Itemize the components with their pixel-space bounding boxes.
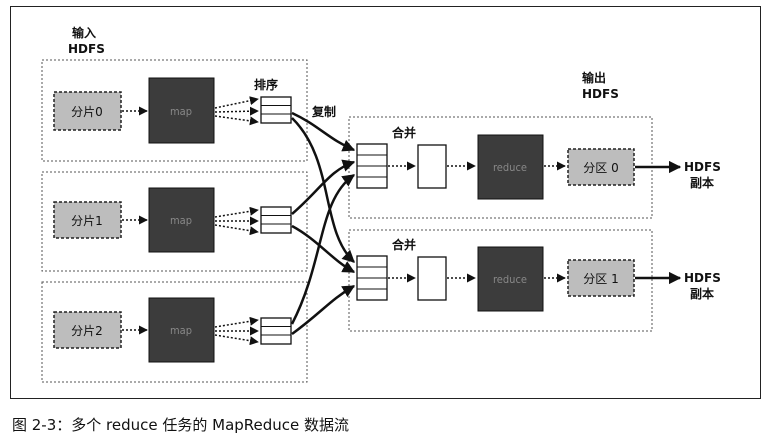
split-0-box xyxy=(53,91,122,131)
reduce-task-1 xyxy=(477,246,544,312)
split-1-box xyxy=(53,201,122,239)
reduce-node-1 xyxy=(348,229,653,332)
map-task-1 xyxy=(148,187,215,253)
copy-label: 复制 xyxy=(311,104,336,119)
map-task-0 xyxy=(148,77,215,144)
split-2-label: 分片2 xyxy=(71,324,103,338)
reduce-label-1: reduce xyxy=(493,273,527,286)
merge-label-0: 合并 xyxy=(392,125,416,140)
map-node-1 xyxy=(41,171,308,272)
partition-1-box xyxy=(567,259,635,297)
output-label-line1: 输出 xyxy=(582,70,606,85)
map-to-buffer-arrow-1a xyxy=(214,206,259,218)
map-to-buffer-arrow-0a xyxy=(214,96,259,109)
map-label-1: map xyxy=(170,214,192,227)
sort-buffer-1 xyxy=(260,206,292,234)
partition-0-label: 分区 0 xyxy=(583,161,618,175)
sort-buffer-2 xyxy=(260,317,292,345)
map-to-buffer-arrow-2a xyxy=(214,316,259,328)
replica-1-line1: HDFS xyxy=(684,271,721,285)
copy-arrow-1-0 xyxy=(291,159,356,215)
copy-arrow-2-0 xyxy=(290,173,356,325)
sort-label: 排序 xyxy=(254,77,278,92)
copy-arrow-0-1 xyxy=(291,117,355,263)
map-node-0 xyxy=(41,59,308,162)
merge-label-1: 合并 xyxy=(392,237,416,252)
sort-buffer-0 xyxy=(260,96,292,124)
replica-0-line2: 副本 xyxy=(690,175,714,190)
merged-file-0 xyxy=(417,144,447,189)
split-1-label: 分片1 xyxy=(71,214,103,228)
copy-arrow-0-0 xyxy=(291,111,356,152)
output-label-line2: HDFS xyxy=(582,87,619,101)
split-0-label: 分片0 xyxy=(71,105,103,119)
map-task-2 xyxy=(148,297,215,363)
merged-file-1 xyxy=(417,256,447,301)
copy-arrow-1-1 xyxy=(291,224,356,274)
map-label-2: map xyxy=(170,324,192,337)
map-to-buffer-arrow-0b xyxy=(214,106,259,116)
reduce-task-0 xyxy=(477,134,544,200)
partition-1-label: 分区 1 xyxy=(583,272,618,286)
map-node-2 xyxy=(41,281,308,383)
partition-0-box xyxy=(567,148,635,186)
input-label-line2: HDFS xyxy=(68,42,105,56)
replica-1-line2: 副本 xyxy=(690,286,714,301)
map-to-buffer-arrow-0c xyxy=(214,115,259,126)
figure-frame xyxy=(10,6,761,399)
figure-caption: 图 2-3：多个 reduce 任务的 MapReduce 数据流 xyxy=(12,416,350,434)
split-2-box xyxy=(53,311,122,349)
shuffle-arrows xyxy=(290,111,356,336)
map-to-buffer-arrow-2c xyxy=(214,334,259,346)
map-label-0: map xyxy=(170,105,192,118)
input-label-line1: 输入 xyxy=(72,25,96,40)
reduce-label-0: reduce xyxy=(493,161,527,174)
copy-arrow-2-1 xyxy=(291,284,356,336)
map-to-buffer-arrow-1c xyxy=(214,224,259,236)
replica-0-line1: HDFS xyxy=(684,160,721,174)
